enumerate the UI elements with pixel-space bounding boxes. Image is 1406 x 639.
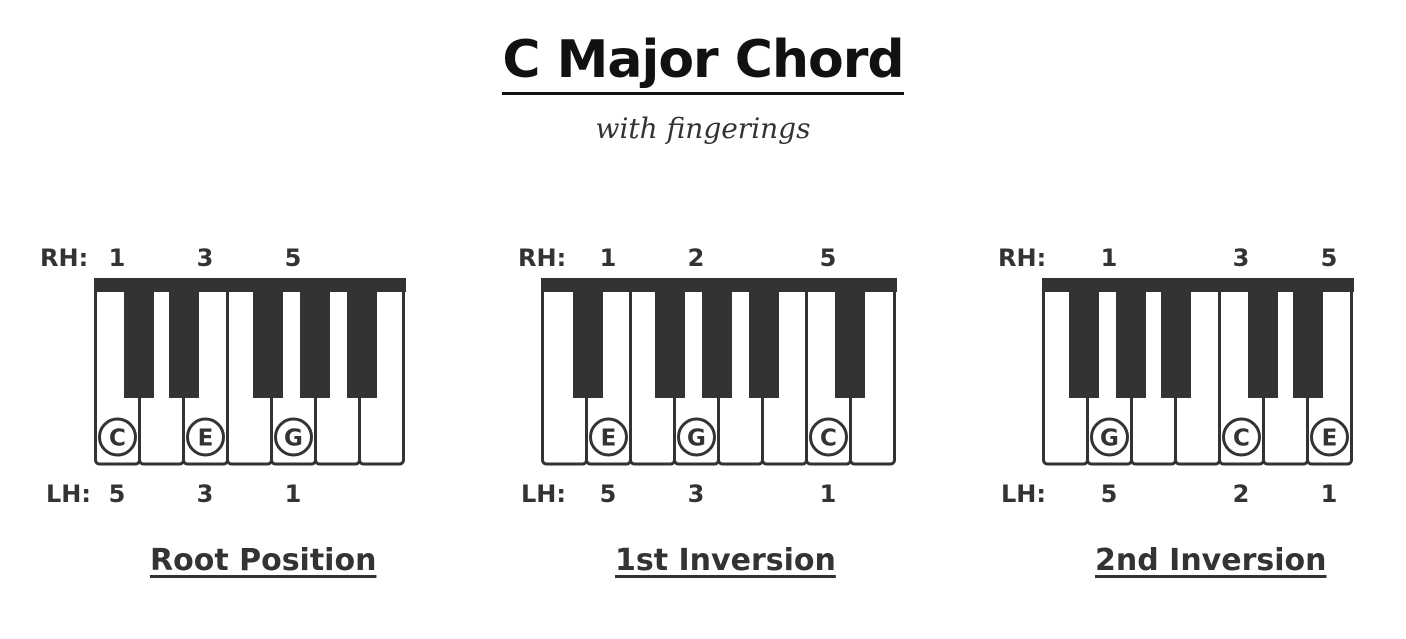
lh-finger: 5: [1100, 480, 1118, 508]
note-marker: G: [274, 417, 313, 457]
rh-finger: 1: [108, 244, 126, 272]
rh-finger: 2: [687, 244, 705, 272]
lh-finger: 1: [284, 480, 302, 508]
note-label: G: [1100, 426, 1119, 452]
black-key: [835, 286, 865, 398]
lh-label: LH:: [521, 480, 566, 508]
note-label: E: [198, 426, 214, 452]
black-key: [1069, 286, 1099, 398]
lh-finger: 3: [687, 480, 705, 508]
black-key: [1161, 286, 1191, 398]
rh-finger: 1: [1100, 244, 1118, 272]
note-label: G: [284, 426, 303, 452]
note-marker: E: [589, 417, 628, 457]
rh-label: RH:: [40, 244, 89, 272]
piano-keyboard: E G C: [541, 278, 897, 466]
lh-finger: 5: [108, 480, 126, 508]
note-label: C: [820, 426, 837, 452]
panel-2nd-inversion: RH: LH: 1 3 5 G C: [995, 230, 1375, 610]
lh-finger: 1: [819, 480, 837, 508]
lh-finger: 2: [1232, 480, 1250, 508]
rh-finger: 5: [1320, 244, 1338, 272]
lh-finger: 5: [599, 480, 617, 508]
black-key: [655, 286, 685, 398]
panel-root-position: RH: LH: 1 3 5 C E: [38, 230, 418, 610]
note-label: G: [687, 426, 706, 452]
note-marker: G: [1090, 417, 1129, 457]
note-marker: E: [186, 417, 225, 457]
piano-keyboard: G C E: [1042, 278, 1354, 466]
caption: Root Position: [150, 543, 377, 578]
black-key: [347, 286, 377, 398]
rh-label: RH:: [998, 244, 1047, 272]
black-keys: [1069, 286, 1323, 398]
rh-finger: 5: [284, 244, 302, 272]
rh-finger: 5: [819, 244, 837, 272]
black-key: [1116, 286, 1146, 398]
note-marker: C: [809, 417, 848, 457]
caption: 2nd Inversion: [1095, 543, 1327, 578]
note-marker: C: [1222, 417, 1261, 457]
piano-keyboard: C E G: [94, 278, 406, 466]
black-key: [702, 286, 732, 398]
note-label: E: [601, 426, 617, 452]
note-marker: E: [1310, 417, 1349, 457]
black-key: [573, 286, 603, 398]
note-label: C: [109, 426, 126, 452]
lh-finger: 1: [1320, 480, 1338, 508]
black-key: [169, 286, 199, 398]
rh-label: RH:: [518, 244, 567, 272]
chart-title: C Major Chord: [0, 30, 1406, 95]
black-key: [300, 286, 330, 398]
note-marker: G: [677, 417, 716, 457]
note-label: C: [1233, 426, 1250, 452]
rh-finger: 3: [196, 244, 214, 272]
note-label: E: [1322, 426, 1338, 452]
chart-subtitle: with fingerings: [595, 112, 811, 145]
black-key: [253, 286, 283, 398]
panel-1st-inversion: RH: LH: 1 2 5 E G: [515, 230, 897, 610]
caption: 1st Inversion: [615, 543, 836, 578]
lh-label: LH:: [1001, 480, 1046, 508]
black-key: [1248, 286, 1278, 398]
keyboard-top-bar: [541, 278, 897, 292]
black-key: [124, 286, 154, 398]
note-marker: C: [98, 417, 137, 457]
rh-finger: 3: [1232, 244, 1250, 272]
lh-label: LH:: [46, 480, 91, 508]
black-keys: [124, 286, 377, 398]
black-key: [1293, 286, 1323, 398]
rh-finger: 1: [599, 244, 617, 272]
lh-finger: 3: [196, 480, 214, 508]
black-key: [749, 286, 779, 398]
black-keys: [573, 286, 865, 398]
